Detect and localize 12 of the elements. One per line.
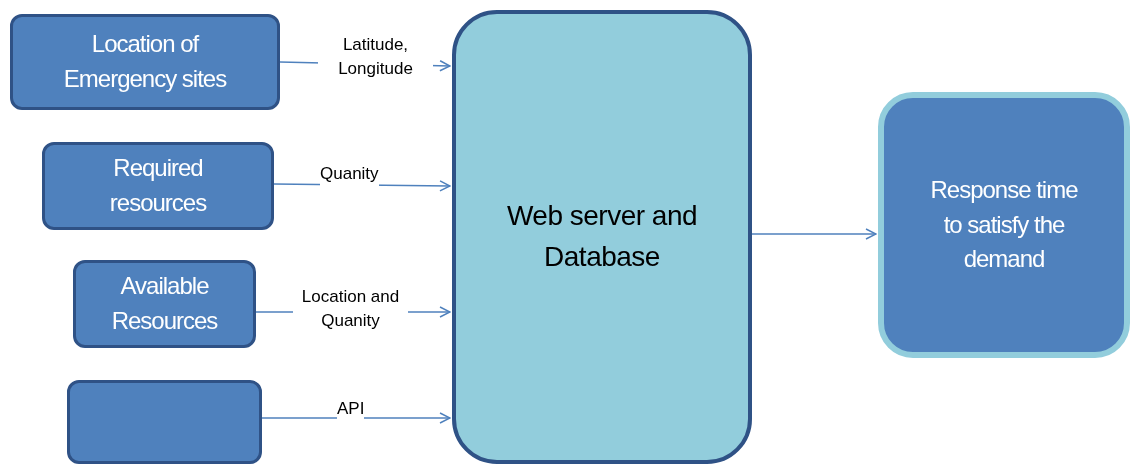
output-box	[878, 92, 1130, 358]
box-text: Available Resources	[110, 271, 219, 336]
box-text: Location of Emergency sites	[62, 29, 228, 94]
empty-box	[67, 380, 262, 464]
input-box	[42, 142, 274, 230]
box-text: Web server and Database	[505, 199, 699, 274]
arrow	[751, 228, 877, 240]
server-box	[452, 10, 752, 464]
box-text: Response time to satisfy the demand	[929, 174, 1079, 275]
input-box	[10, 14, 280, 110]
box-text: Required resources	[108, 153, 208, 218]
input-box	[73, 260, 256, 348]
